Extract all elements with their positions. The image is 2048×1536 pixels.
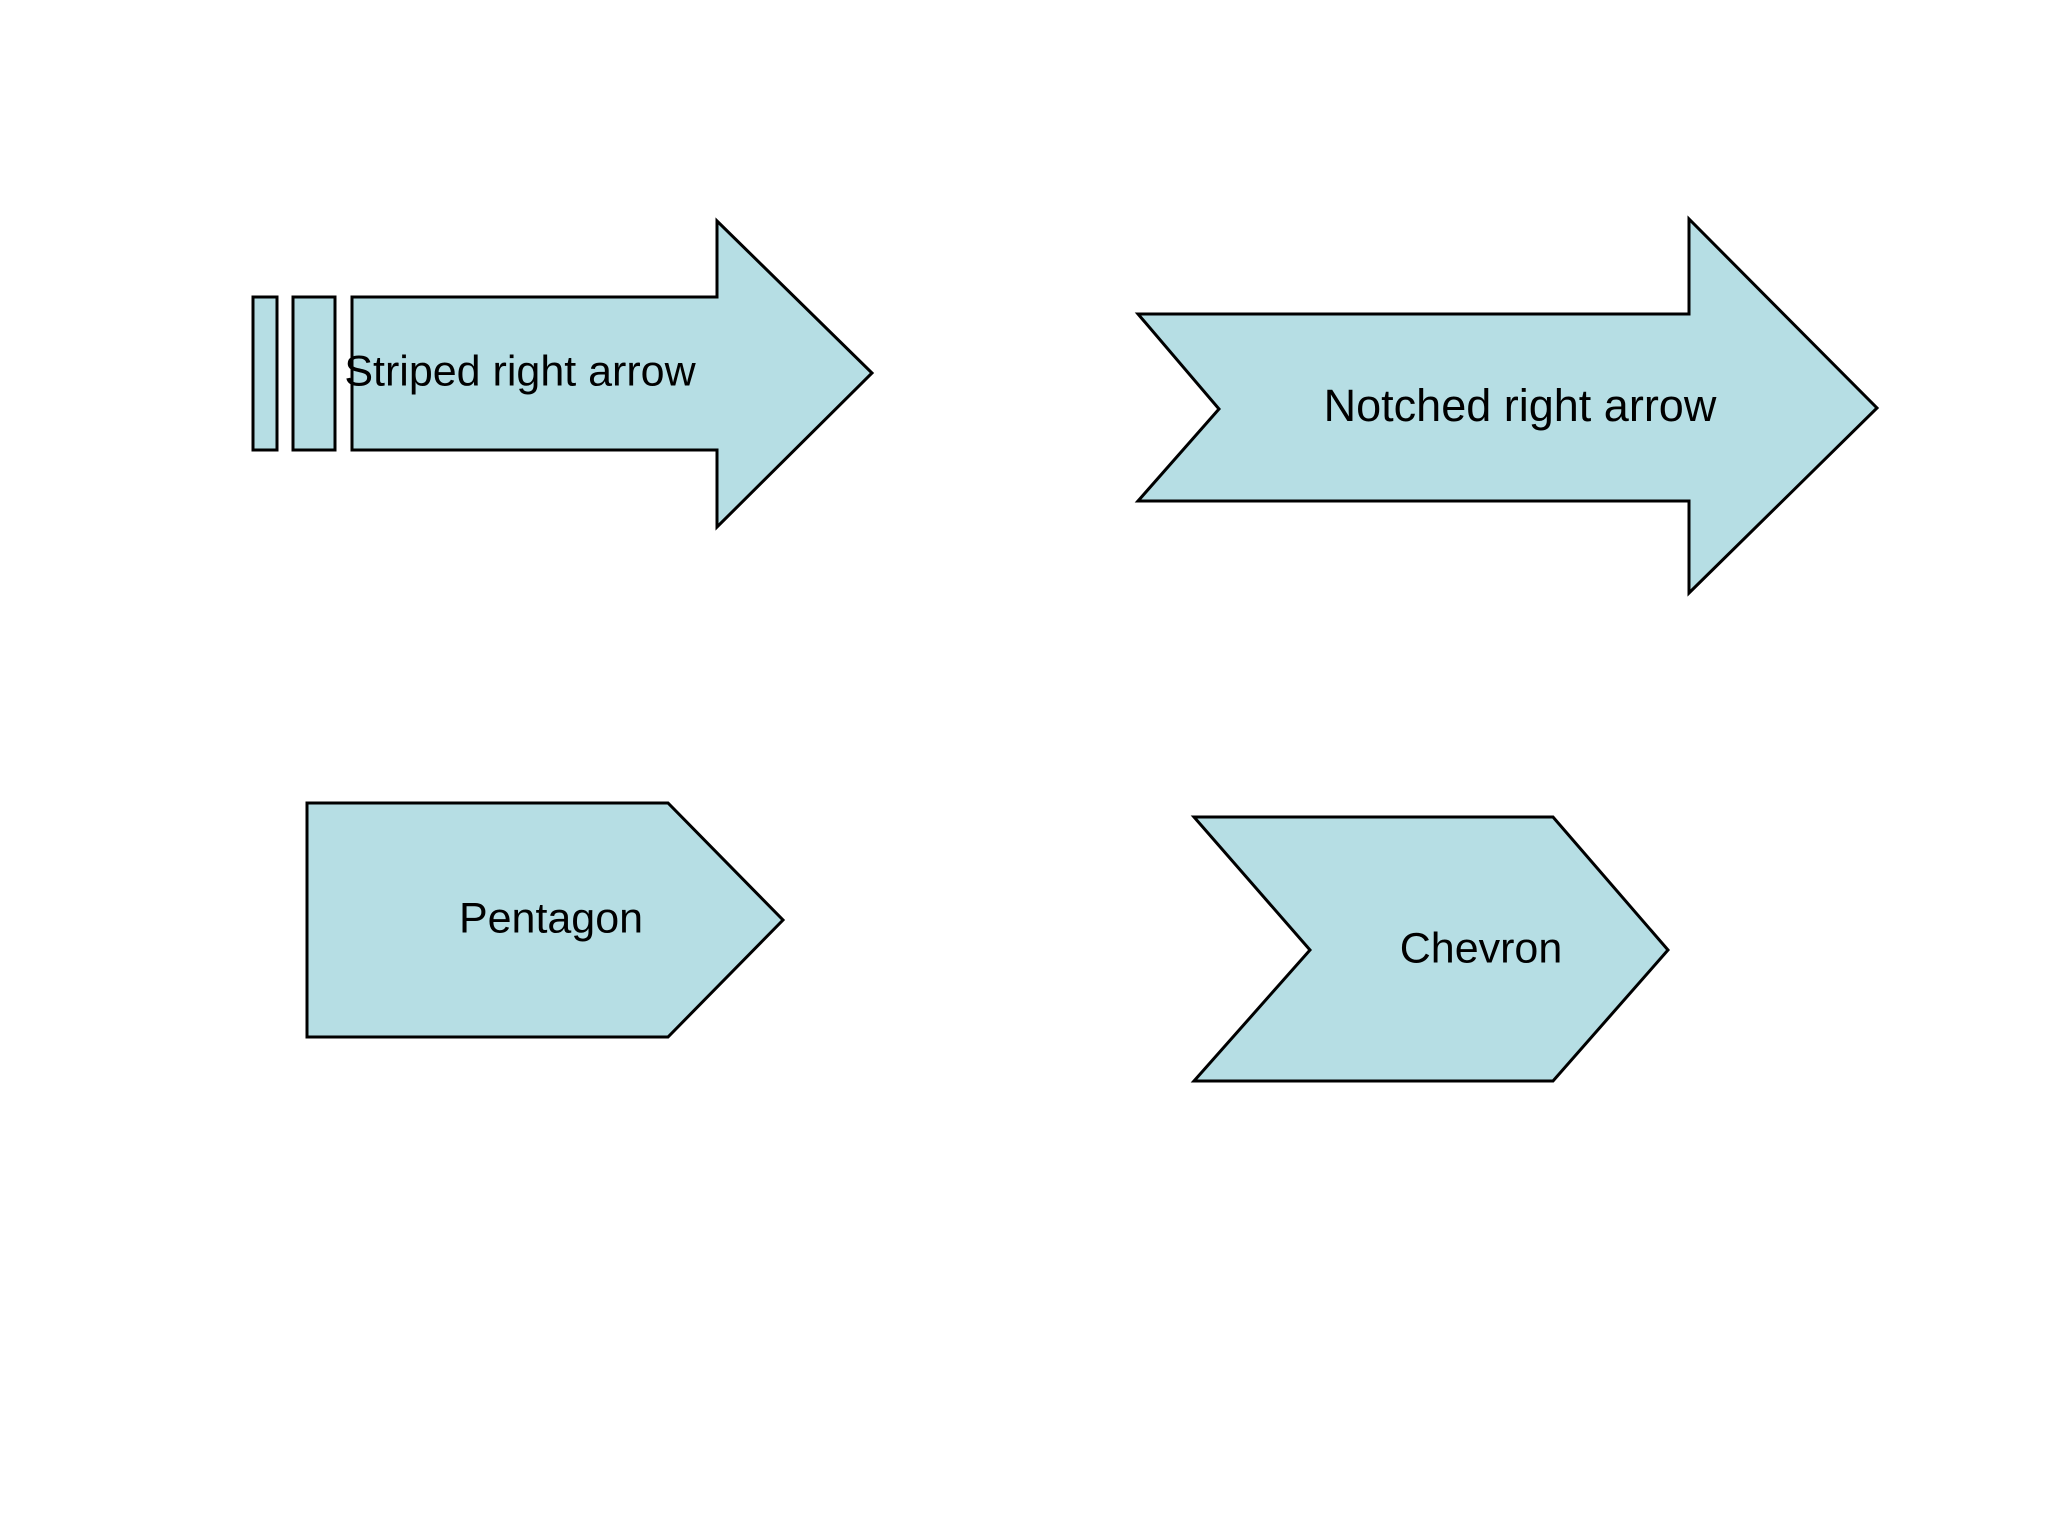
striped-arrow-stripe-2 [291,295,337,452]
chevron-body[interactable] [1190,815,1670,1083]
notched-arrow-label: Notched right arrow [1324,380,1717,431]
shape-pentagon[interactable]: Pentagon [305,801,786,1039]
shape-striped-right-arrow[interactable]: Striped right arrow [251,217,875,531]
striped-arrow-label: Striped right arrow [344,347,696,395]
striped-arrow-body[interactable] [350,217,875,531]
notched-arrow-body[interactable] [1134,215,1880,597]
striped-arrow-stripe-1 [251,295,279,452]
pentagon-body[interactable] [305,801,786,1039]
shape-chevron[interactable]: Chevron [1190,815,1670,1083]
shape-notched-right-arrow[interactable]: Notched right arrow [1134,215,1880,597]
pentagon-label: Pentagon [459,894,643,942]
chevron-label: Chevron [1400,924,1563,972]
